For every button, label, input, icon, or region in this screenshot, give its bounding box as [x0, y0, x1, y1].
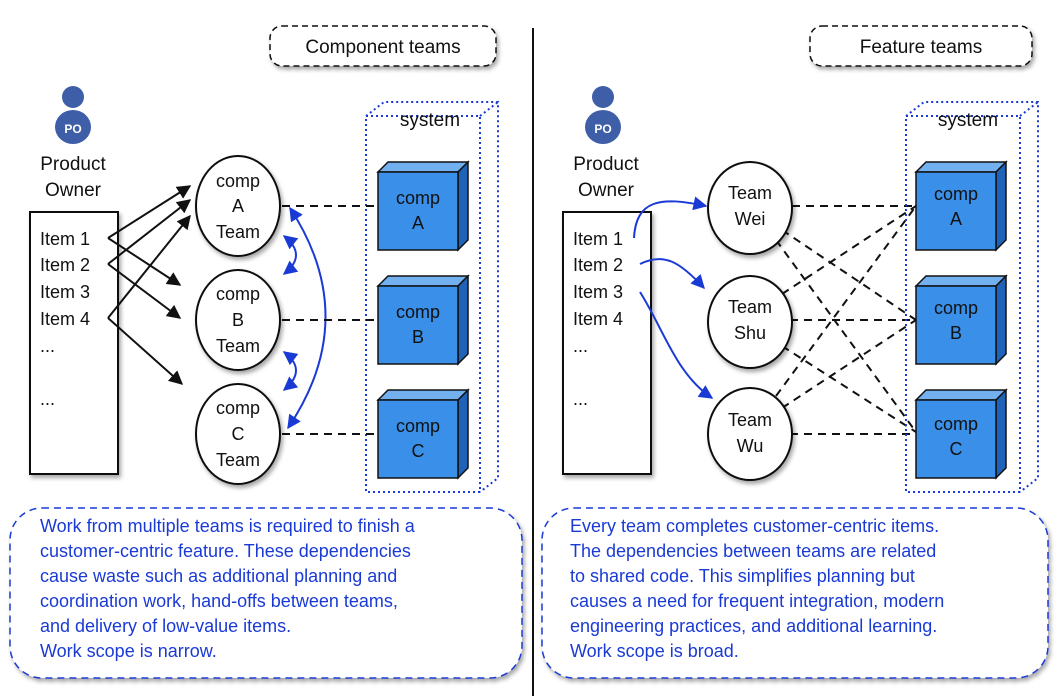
left-backlog-box: [29, 211, 119, 475]
team-label: C: [232, 424, 245, 444]
team-label: Team: [728, 410, 772, 430]
component-label: comp: [934, 298, 978, 318]
team-label: Team: [728, 297, 772, 317]
right-backlog-item: ...: [573, 336, 588, 356]
left-component-a: comp A: [376, 160, 470, 252]
component-label: C: [950, 439, 963, 459]
left-team-dependency-arrows: [282, 206, 327, 430]
team-label: A: [232, 196, 244, 216]
right-component-b: comp B: [914, 274, 1008, 366]
right-backlog-item: ...: [573, 389, 588, 409]
left-system-label: system: [400, 110, 460, 131]
right-backlog-box: [562, 211, 652, 475]
team-label: comp: [216, 284, 260, 304]
team-label: comp: [216, 398, 260, 418]
team-label: Shu: [734, 323, 766, 343]
left-title-box: Component teams: [269, 25, 497, 67]
team-label: Team: [728, 183, 772, 203]
right-backlog-item: Item 4: [573, 309, 623, 329]
left-po-label-line2: Owner: [45, 180, 102, 201]
component-label: comp: [396, 188, 440, 208]
left-item-team-arrows: [107, 185, 192, 385]
component-label: comp: [934, 184, 978, 204]
team-label: Wu: [737, 436, 764, 456]
team-label: Team: [216, 222, 260, 242]
right-po-icon: PO: [585, 86, 621, 144]
component-label: A: [412, 213, 424, 233]
component-label: B: [950, 323, 962, 343]
left-note: Work from multiple teams is required to …: [9, 507, 523, 679]
left-backlog-item: Item 3: [40, 282, 90, 302]
right-backlog-item: Item 3: [573, 282, 623, 302]
component-label: B: [412, 327, 424, 347]
team-label: comp: [216, 171, 260, 191]
left-team-a: comp A Team: [195, 155, 281, 257]
left-team-c: comp C Team: [195, 383, 281, 485]
left-component-b: comp B: [376, 274, 470, 366]
left-po-icon: PO: [55, 86, 91, 144]
left-system-frame: system: [365, 101, 499, 493]
left-title: Component teams: [305, 37, 460, 58]
team-label: Team: [216, 450, 260, 470]
right-title: Feature teams: [860, 37, 983, 58]
note-line: Work scope is narrow.: [40, 641, 217, 661]
left-po-label-line1: Product: [40, 154, 106, 175]
left-backlog-item: ...: [40, 336, 55, 356]
component-label: comp: [396, 302, 440, 322]
right-item-team-arrows: [633, 196, 714, 399]
component-label: A: [950, 209, 962, 229]
team-label: Wei: [735, 209, 766, 229]
note-line: coordination work, hand-offs between tea…: [40, 591, 398, 611]
right-system-frame: system: [905, 101, 1039, 493]
right-component-c: comp C: [914, 388, 1008, 480]
right-team-wei: Team Wei: [707, 161, 793, 255]
right-note: Every team completes customer-centric it…: [541, 507, 1049, 679]
team-label: Team: [216, 336, 260, 356]
left-team-component-links: [282, 205, 378, 435]
left-po-badge: PO: [64, 122, 81, 136]
right-team-wu: Team Wu: [707, 387, 793, 481]
right-panel: Feature teams PO Product Owner Item 1 It…: [541, 25, 1049, 679]
right-team-shu: Team Shu: [707, 275, 793, 369]
left-panel: Component teams PO Product Owner Item 1 …: [9, 25, 523, 679]
component-label: comp: [934, 414, 978, 434]
note-line: customer-centric feature. These dependen…: [40, 541, 411, 561]
note-line: causes a need for frequent integration, …: [570, 591, 944, 611]
team-label: B: [232, 310, 244, 330]
right-component-a: comp A: [914, 160, 1008, 252]
right-po-label-line1: Product: [573, 154, 639, 175]
left-component-c: comp C: [376, 388, 470, 480]
note-line: to shared code. This simplifies planning…: [570, 566, 915, 586]
right-title-box: Feature teams: [809, 25, 1033, 67]
right-backlog-item: Item 2: [573, 255, 623, 275]
note-line: Every team completes customer-centric it…: [570, 516, 939, 536]
left-team-b: comp B Team: [195, 269, 281, 371]
left-backlog-item: Item 2: [40, 255, 90, 275]
note-line: and delivery of low-value items.: [40, 616, 291, 636]
right-po-label-line2: Owner: [578, 180, 635, 201]
left-backlog-item: ...: [40, 389, 55, 409]
right-po-badge: PO: [594, 122, 611, 136]
right-backlog-item: Item 1: [573, 229, 623, 249]
component-label: C: [412, 441, 425, 461]
left-backlog-item: Item 4: [40, 309, 90, 329]
note-line: Work scope is broad.: [570, 641, 739, 661]
left-backlog-item: Item 1: [40, 229, 90, 249]
right-system-label: system: [938, 110, 998, 131]
right-team-component-links: [775, 205, 917, 435]
component-label: comp: [396, 416, 440, 436]
note-line: engineering practices, and additional le…: [570, 616, 937, 636]
note-line: cause waste such as additional planning …: [40, 566, 397, 586]
note-line: The dependencies between teams are relat…: [570, 541, 936, 561]
note-line: Work from multiple teams is required to …: [40, 516, 416, 536]
